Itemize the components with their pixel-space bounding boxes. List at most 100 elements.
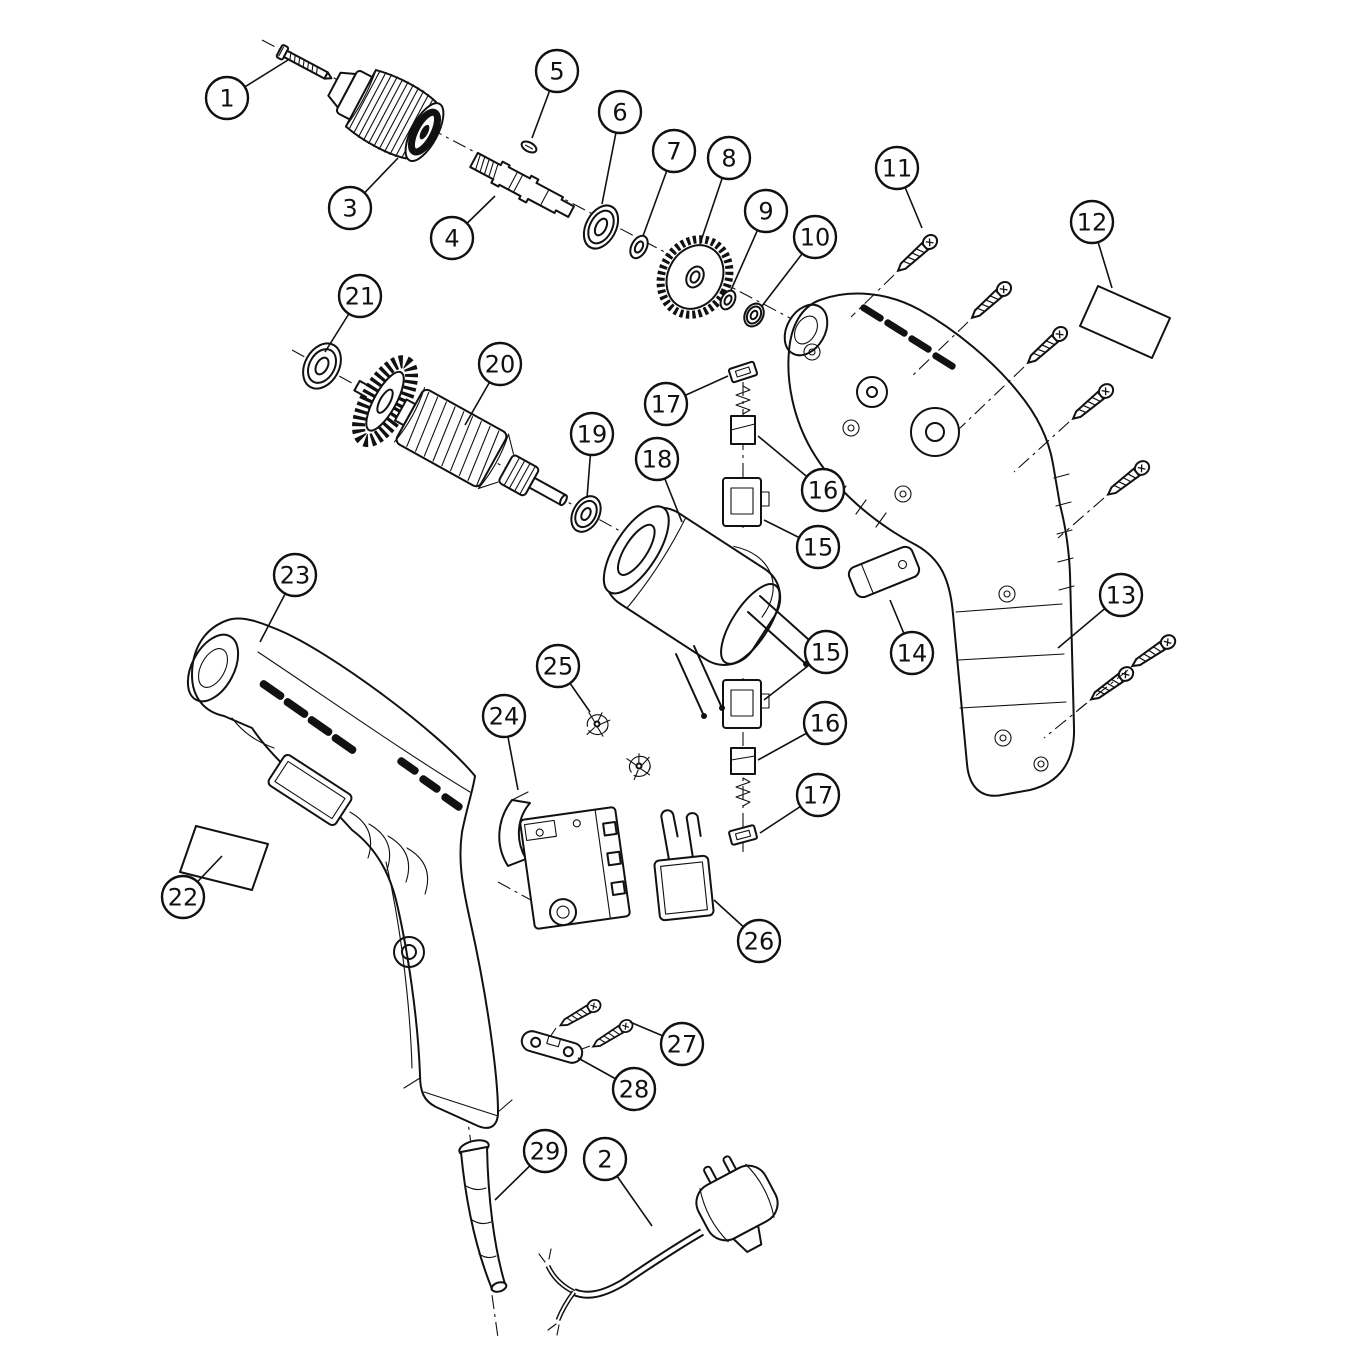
callout-18: 18 — [634, 436, 683, 523]
callout-14-label: 14 — [897, 640, 928, 668]
callout-7: 7 — [642, 128, 697, 237]
callout-27-label: 27 — [667, 1031, 698, 1059]
callout-20-label: 20 — [485, 351, 516, 379]
plug — [695, 1155, 779, 1253]
callout-26: 26 — [713, 899, 782, 964]
part-cable-clamp — [520, 1030, 584, 1064]
part-cable-sleeve — [458, 1139, 508, 1293]
part-capacitor — [653, 809, 715, 922]
part-stator — [602, 505, 821, 719]
part-label-left — [179, 825, 269, 891]
callout-15-upper-label: 15 — [803, 534, 834, 562]
part-brush-holder-lower — [722, 679, 770, 729]
part-label-right — [1079, 285, 1171, 359]
callout-9: 9 — [730, 188, 789, 291]
callout-17-lower: 17 — [759, 772, 841, 834]
callout-6-label: 6 — [612, 99, 627, 127]
callout-28: 28 — [577, 1057, 657, 1112]
callout-12-label: 12 — [1077, 209, 1108, 237]
part-armature — [352, 355, 568, 507]
part-carbon-brush-upper — [730, 385, 756, 445]
callout-16-lower-label: 16 — [810, 710, 841, 738]
callout-13: 13 — [1057, 572, 1144, 649]
callout-21: 21 — [324, 273, 383, 353]
part-rotor-bearing-front — [570, 495, 602, 533]
gill-vents — [349, 811, 429, 895]
callout-7-label: 7 — [666, 138, 681, 166]
callout-4: 4 — [429, 195, 496, 261]
callout-28-label: 28 — [619, 1076, 650, 1104]
callout-29: 29 — [494, 1128, 568, 1201]
vent-slats-left — [259, 680, 463, 811]
part-gear — [656, 235, 734, 319]
nameplate — [267, 754, 353, 826]
callout-26-label: 26 — [744, 928, 775, 956]
part-brush-cap-lower — [728, 824, 758, 846]
callout-19: 19 — [569, 411, 615, 499]
callout-17-upper: 17 — [643, 375, 729, 427]
callout-6: 6 — [597, 89, 643, 205]
part-spindle-bearing — [582, 204, 620, 250]
callout-14: 14 — [889, 599, 935, 676]
part-housing-screws — [850, 231, 1179, 739]
part-power-cord — [538, 1155, 779, 1336]
callout-5-label: 5 — [549, 58, 564, 86]
callout-4-label: 4 — [444, 225, 459, 253]
callout-8: 8 — [699, 135, 752, 245]
part-brush-cap-upper — [727, 360, 759, 384]
part-mounting-screw — [275, 44, 333, 80]
callout-11-label: 11 — [882, 155, 913, 183]
part-chuck — [327, 69, 445, 162]
part-rotor-bearing-rear — [302, 342, 342, 390]
callout-24-label: 24 — [489, 703, 520, 731]
part-spindle — [469, 151, 575, 218]
callout-25-label: 25 — [543, 653, 574, 681]
part-brush-holder-upper — [722, 477, 770, 527]
callout-2-label: 2 — [597, 1146, 612, 1174]
callout-19-label: 19 — [577, 421, 608, 449]
callout-10: 10 — [761, 214, 838, 307]
callout-27: 27 — [629, 1021, 705, 1067]
part-housing-left — [186, 617, 513, 1129]
screw-bosses — [803, 343, 1049, 772]
part-brush-cover — [847, 545, 921, 599]
callout-17-upper-label: 17 — [651, 391, 682, 419]
callout-5: 5 — [531, 48, 580, 139]
callout-23-label: 23 — [280, 562, 311, 590]
part-carbon-brush-lower — [730, 747, 756, 807]
callout-29-label: 29 — [530, 1138, 561, 1166]
callout-1: 1 — [204, 59, 289, 121]
callout-16-upper: 16 — [757, 435, 846, 513]
callout-3-label: 3 — [342, 195, 357, 223]
callout-22: 22 — [160, 855, 223, 920]
callout-15-lower-label: 15 — [811, 639, 842, 667]
callout-8-label: 8 — [721, 145, 736, 173]
callout-13-label: 13 — [1106, 582, 1137, 610]
callout-25: 25 — [535, 643, 591, 713]
callout-3: 3 — [327, 157, 399, 231]
part-wire-clips — [584, 709, 655, 782]
callout-15-upper: 15 — [763, 519, 841, 570]
callout-9-label: 9 — [758, 198, 773, 226]
callout-21-label: 21 — [345, 283, 376, 311]
callout-16-lower: 16 — [757, 700, 848, 761]
callout-10-label: 10 — [800, 224, 831, 252]
callout-15-lower: 15 — [763, 629, 849, 701]
callout-1-label: 1 — [219, 85, 234, 113]
callout-22-label: 22 — [168, 884, 199, 912]
callout-2: 2 — [582, 1136, 653, 1227]
callout-18-label: 18 — [642, 446, 673, 474]
callout-17-lower-label: 17 — [803, 782, 834, 810]
callout-16-upper-label: 16 — [808, 477, 839, 505]
part-key — [520, 140, 538, 154]
callout-12: 12 — [1069, 199, 1115, 289]
callout-11: 11 — [874, 145, 923, 229]
callout-20: 20 — [464, 341, 523, 426]
part-bearing-small — [743, 302, 765, 328]
callout-23: 23 — [259, 552, 318, 643]
part-switch — [498, 791, 631, 930]
callout-24: 24 — [481, 693, 527, 791]
part-washer — [719, 289, 737, 311]
